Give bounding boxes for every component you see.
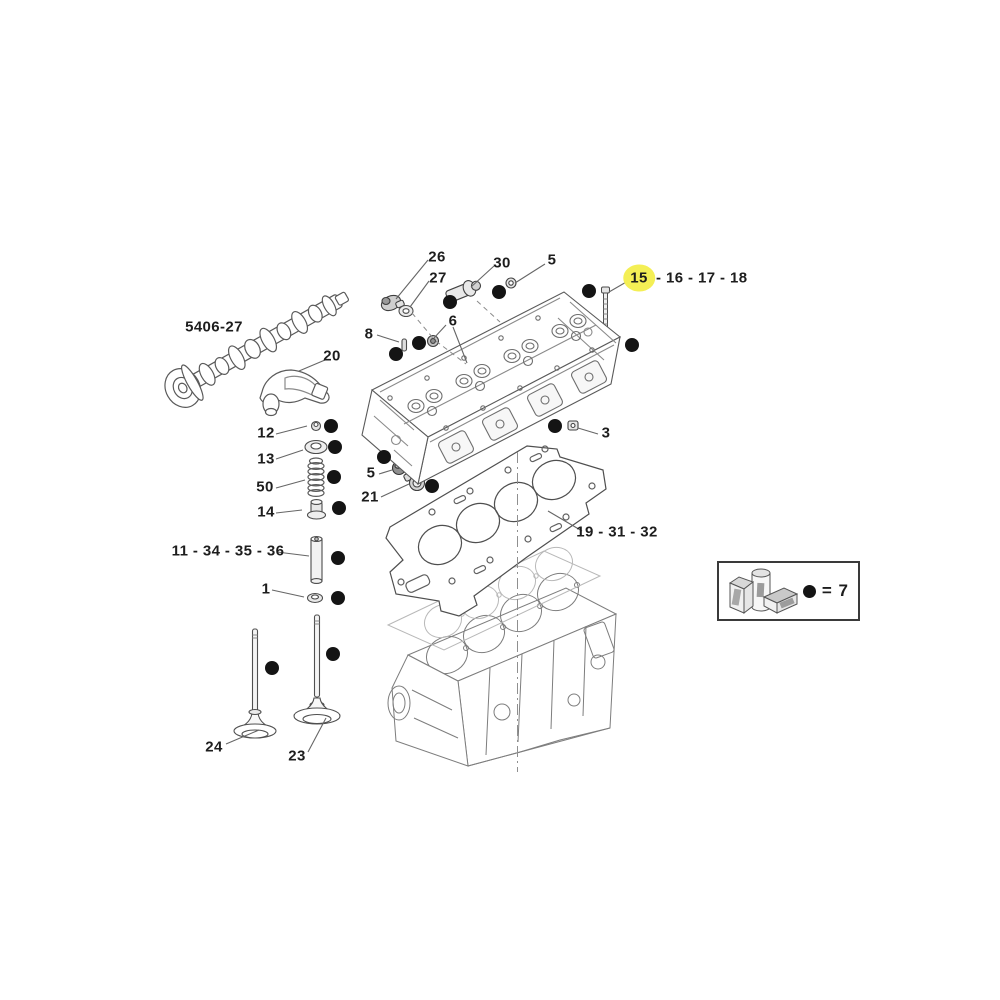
engine-block-drawing (387, 572, 618, 767)
intake-valve-24 (233, 628, 277, 739)
callout-camshaft-code: 5406-27 (185, 318, 243, 336)
quantity-dot (492, 285, 506, 299)
quantity-dot (425, 479, 439, 493)
callout-27: 27 (429, 269, 447, 287)
callout-8: 8 (364, 325, 374, 343)
quantity-dot-symbol (802, 584, 816, 598)
quantity-dot (332, 501, 346, 515)
leader-lines (225, 259, 629, 753)
nut-3 (567, 420, 579, 431)
head-spring-group (503, 338, 539, 367)
quantity-dot (443, 295, 457, 309)
quantity-dot (582, 284, 596, 298)
quantity-dot (265, 661, 279, 675)
quantity-dot (328, 440, 342, 454)
callout-14: 14 (257, 503, 275, 521)
callout-26: 26 (428, 248, 446, 266)
cylinder-head-drawing (361, 291, 622, 486)
quantity-dot (331, 591, 345, 605)
callout-21: 21 (361, 488, 379, 506)
exhaust-valve-23 (293, 614, 341, 725)
camshaft-gear-end (164, 364, 204, 408)
quantity-dot (548, 419, 562, 433)
callout-1: 1 (261, 580, 271, 598)
spring-cup-13 (304, 439, 328, 455)
flat-box-package-icon (762, 587, 798, 614)
head-spring-group (551, 313, 587, 342)
packaging-icons (728, 568, 798, 615)
callout-24: 24 (205, 738, 223, 756)
quantity-dot (324, 419, 338, 433)
nut-5-top (505, 277, 517, 289)
grommet-6 (426, 334, 440, 348)
pin-8 (401, 338, 408, 352)
valve-cap-12 (310, 420, 322, 432)
callout-15: 15 (623, 264, 655, 292)
callout-6: 6 (448, 312, 458, 330)
dashed-leader-lines (411, 300, 501, 365)
tall-box-package-icon (728, 576, 755, 615)
packaging-legend: = 7 (717, 561, 860, 621)
head-spring-group (407, 388, 443, 417)
callout-13: 13 (257, 450, 275, 468)
washer-27 (398, 304, 414, 318)
valve-spring-50 (307, 457, 325, 498)
callout-3: 3 (601, 424, 611, 442)
callout-16-17-18: - 16 - 17 - 18 (656, 269, 748, 287)
quantity-dot (625, 338, 639, 352)
quantity-dot (377, 450, 391, 464)
quantity-dot (326, 647, 340, 661)
head-spring-group (455, 363, 491, 392)
callout-12: 12 (257, 424, 275, 442)
callout-19-31-32: 19 - 31 - 32 (576, 523, 658, 541)
legend-equation: = 7 (821, 581, 849, 600)
quantity-dot (412, 336, 426, 350)
camshaft-drawing (164, 291, 350, 408)
callout-5-left: 5 (366, 464, 376, 482)
quantity-dot (331, 551, 345, 565)
callout-23: 23 (288, 747, 306, 765)
valve-guide-11 (310, 536, 323, 584)
head-gasket-drawing (385, 445, 607, 617)
callout-20: 20 (323, 347, 341, 365)
rocker-arm-drawing (259, 369, 330, 417)
callout-30: 30 (493, 254, 511, 272)
quantity-dot (327, 470, 341, 484)
callout-50: 50 (256, 478, 274, 496)
spring-seat-1 (306, 592, 324, 604)
quantity-dot (389, 347, 403, 361)
stem-seal-14 (306, 499, 327, 520)
callout-11-34-35-36: 11 - 34 - 35 - 36 (171, 542, 285, 560)
callout-5-top: 5 (547, 251, 557, 269)
